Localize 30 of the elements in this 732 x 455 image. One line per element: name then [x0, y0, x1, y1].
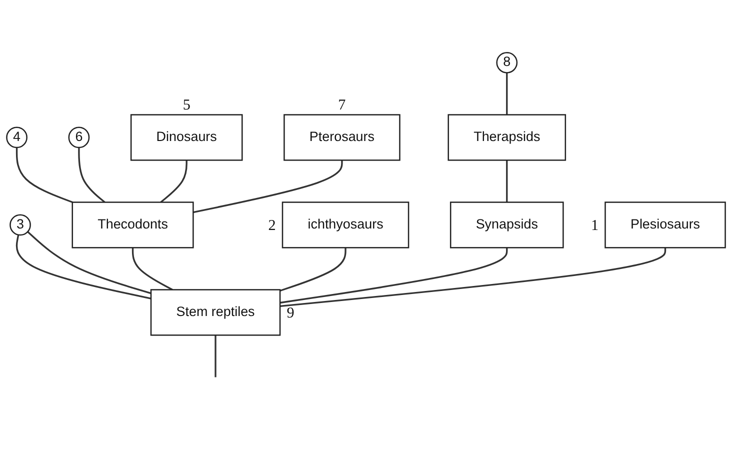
connector: [280, 248, 346, 292]
connector: [132, 248, 173, 290]
branch-number: 2: [268, 218, 276, 234]
connector: [506, 72, 508, 115]
node-box: Stem reptiles: [150, 289, 281, 336]
node-box: Pterosaurs: [284, 114, 400, 161]
node-box: ichthyosaurs: [282, 202, 410, 248]
node-box: Thecodonts: [72, 202, 194, 248]
branch-number: 1: [590, 218, 598, 234]
connector: [27, 231, 152, 294]
connector: [506, 160, 508, 202]
connector: [160, 160, 188, 203]
connector: [16, 148, 73, 204]
branch-number: 7: [338, 98, 346, 114]
node-circle: 6: [68, 126, 90, 148]
connector: [193, 160, 343, 214]
node-circle: 4: [6, 126, 28, 148]
node-circle: 8: [496, 52, 518, 74]
connector: [280, 248, 508, 304]
branch-number: 5: [182, 98, 190, 114]
connector: [214, 335, 216, 378]
node-box: Plesiosaurs: [604, 202, 726, 248]
branch-number: 9: [286, 305, 294, 322]
node-circle: 3: [10, 214, 31, 236]
connector: [78, 148, 106, 203]
connector: [280, 248, 666, 307]
connector: [16, 234, 152, 300]
node-box: Dinosaurs: [130, 114, 243, 161]
node-box: Therapsids: [448, 114, 566, 161]
node-box: Synapsids: [450, 202, 564, 248]
